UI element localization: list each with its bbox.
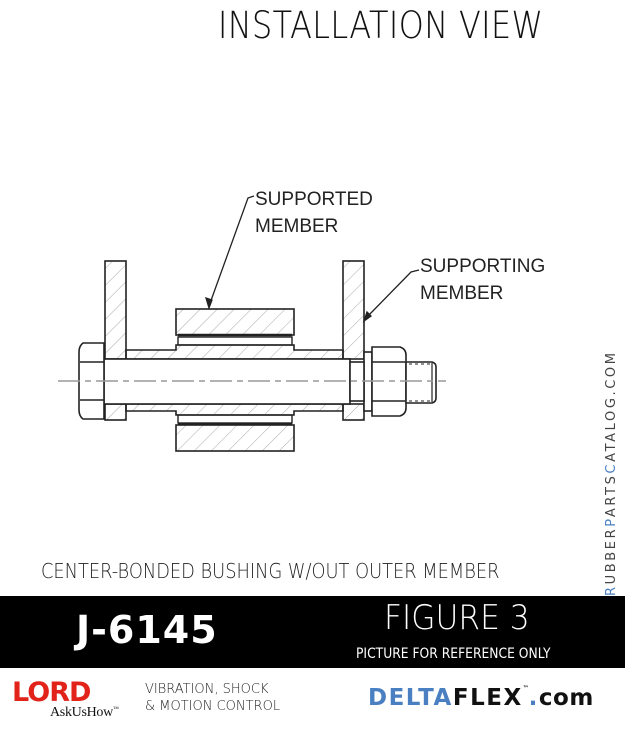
deltaflex-flex: FLEX bbox=[452, 685, 523, 711]
lord-logo[interactable]: LORD bbox=[12, 677, 91, 708]
supported-member-top bbox=[175, 308, 295, 336]
tagline-line2: & MOTION CONTROL bbox=[145, 699, 281, 714]
supported-member-bottom bbox=[175, 424, 295, 452]
inner-member bbox=[125, 344, 344, 360]
right-supporting-plate bbox=[342, 260, 365, 360]
part-info-band: J-6145 FIGURE 3 PICTURE FOR REFERENCE ON… bbox=[0, 596, 625, 668]
drawing-caption: CENTER-BONDED BUSHING W/OUT OUTER MEMBER bbox=[41, 559, 500, 583]
threaded-end bbox=[405, 361, 437, 404]
tagline-line1: VIBRATION, SHOCK bbox=[145, 682, 269, 697]
trademark-symbol: ™ bbox=[522, 685, 529, 692]
deltaflex-logo[interactable]: DELTAFLEX™.com bbox=[368, 685, 594, 711]
left-supporting-plate bbox=[104, 260, 127, 360]
side-url-part: ARTS bbox=[604, 473, 619, 518]
part-number: J-6145 bbox=[76, 608, 218, 652]
side-url-part: ATALOG.COM bbox=[604, 350, 619, 462]
side-url-part: C bbox=[604, 461, 619, 474]
installation-drawing: SUPPORTED MEMBER SUPPORTING MEMBER bbox=[58, 189, 545, 452]
trademark-symbol: ™ bbox=[112, 706, 119, 713]
side-url-part: UBBER bbox=[604, 526, 619, 585]
side-url-part: P bbox=[604, 517, 619, 527]
lord-tagline: VIBRATION, SHOCK & MOTION CONTROL bbox=[145, 681, 280, 715]
side-url-rubberpartscatalog[interactable]: RUBBERPARTSCATALOG.COM bbox=[604, 350, 619, 596]
callout-supported-line2: MEMBER bbox=[255, 216, 338, 237]
page-title: INSTALLATION VIEW bbox=[218, 4, 544, 47]
callout-supported-line1: SUPPORTED bbox=[255, 189, 373, 210]
callout-supporting-line2: MEMBER bbox=[420, 283, 503, 304]
lord-slogan-text: AskUsHow bbox=[50, 705, 113, 720]
figure-label: FIGURE 3 bbox=[384, 598, 530, 638]
deltaflex-delta: DELTA bbox=[368, 685, 453, 711]
footer: LORD AskUsHow™ VIBRATION, SHOCK & MOTION… bbox=[0, 668, 625, 729]
reference-note: PICTURE FOR REFERENCE ONLY bbox=[356, 646, 551, 662]
side-url-part: R bbox=[604, 584, 619, 596]
callout-supporting-line1: SUPPORTING bbox=[420, 256, 545, 277]
deltaflex-com: com bbox=[538, 685, 594, 711]
deltaflex-dot: . bbox=[528, 685, 539, 711]
lord-slogan: AskUsHow™ bbox=[50, 705, 119, 721]
